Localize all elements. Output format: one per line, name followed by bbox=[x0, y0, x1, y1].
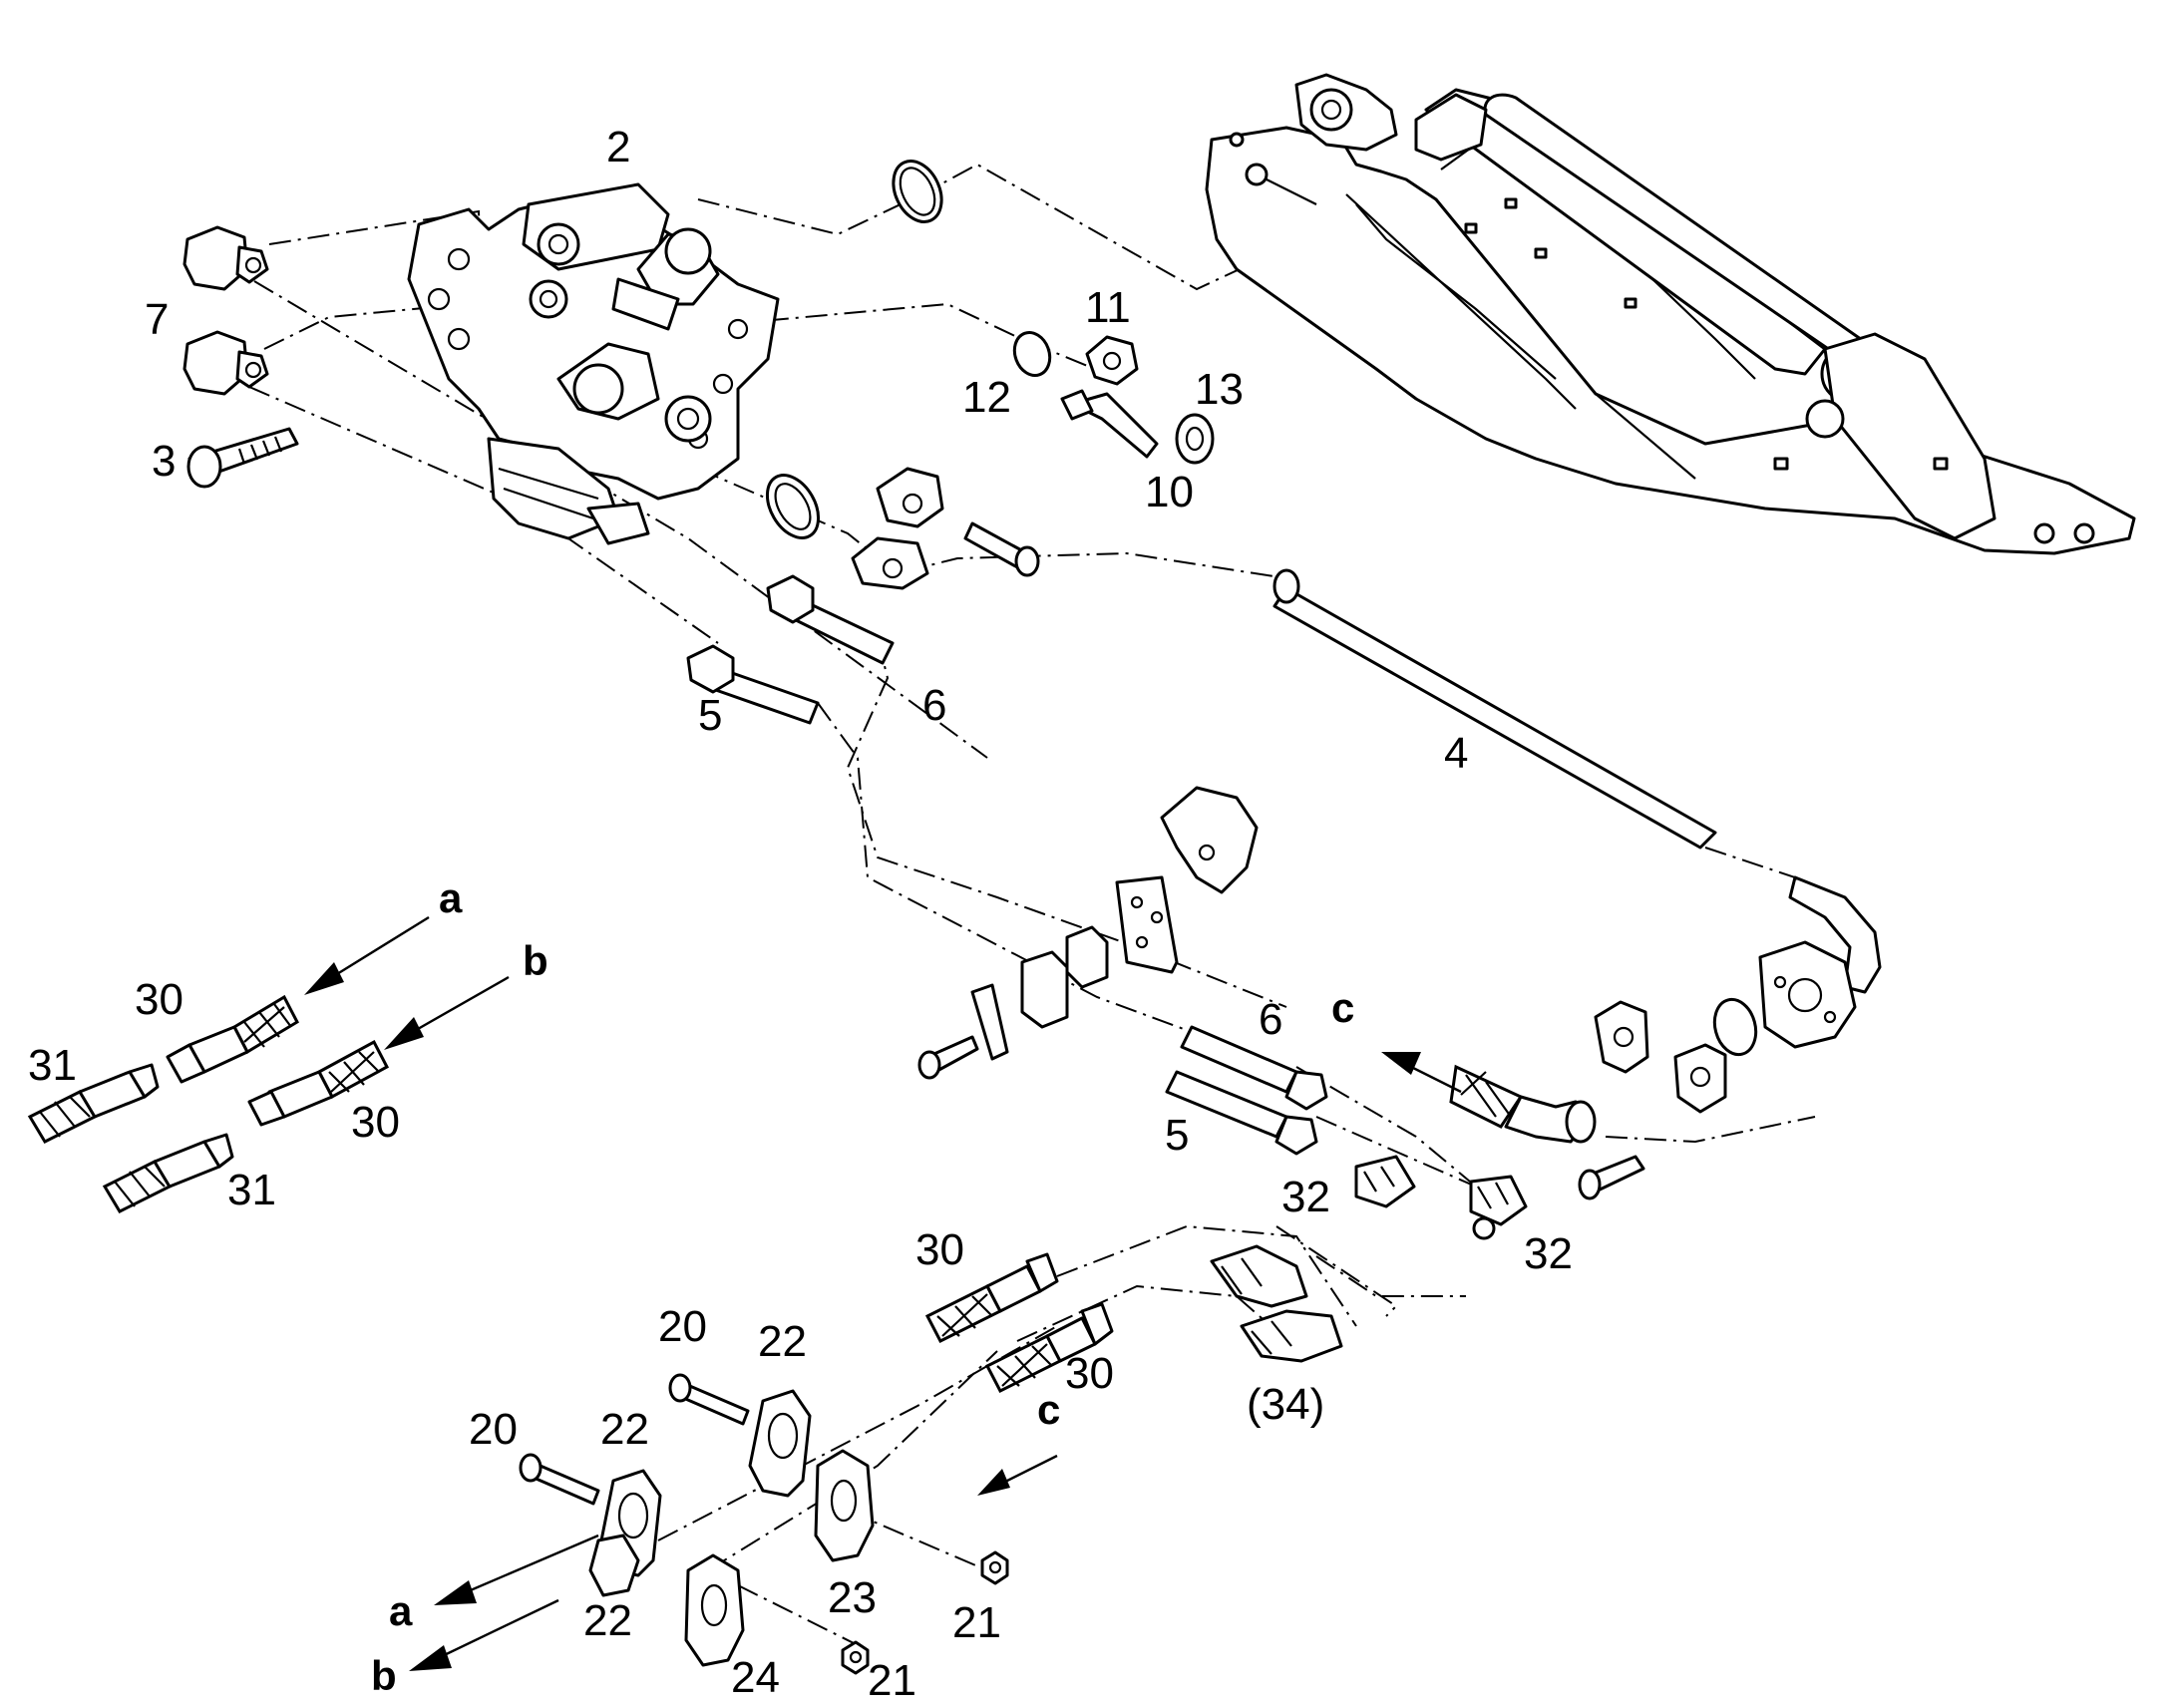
callout-labels: 2 7 3 11 12 13 10 5 6 4 a b 30 31 30 31 … bbox=[28, 123, 1573, 1705]
bracket-bolt bbox=[917, 1035, 979, 1080]
label-6-lower: 6 bbox=[1259, 995, 1282, 1044]
washer-13 bbox=[1175, 413, 1215, 465]
label-23: 23 bbox=[828, 1573, 877, 1622]
arrow-b-upper bbox=[384, 975, 510, 1050]
bolt-20-lower bbox=[519, 1453, 600, 1506]
control-valve-block bbox=[407, 182, 780, 545]
label-30-middle-upper: 30 bbox=[915, 1225, 964, 1274]
label-30-middle-lower: 30 bbox=[1065, 1349, 1114, 1398]
arrow-c-right bbox=[1381, 1052, 1462, 1094]
label-13: 13 bbox=[1195, 365, 1244, 414]
flange-screw-right bbox=[1578, 1155, 1645, 1200]
hose-elbow-c bbox=[1449, 1064, 1597, 1144]
clamp-half-11 bbox=[1085, 335, 1139, 386]
flange-screw bbox=[963, 521, 1040, 577]
boom-arm bbox=[1205, 73, 2136, 555]
pipe-5-upper bbox=[686, 644, 820, 725]
label-20-upper: 20 bbox=[658, 1302, 707, 1351]
o-ring-middle bbox=[765, 474, 821, 539]
label-c-right: c bbox=[1331, 984, 1354, 1031]
arrow-c-lower bbox=[977, 1454, 1058, 1496]
label-b-lower: b bbox=[371, 1652, 397, 1699]
flange-clamp-right-lower bbox=[1673, 1043, 1727, 1114]
elbow-fitting-32-right bbox=[1469, 1175, 1528, 1240]
bolt-20-upper bbox=[668, 1373, 750, 1426]
arrow-a-upper bbox=[304, 915, 430, 995]
label-31-lower-left: 31 bbox=[227, 1166, 276, 1214]
label-10: 10 bbox=[1145, 468, 1194, 516]
flange-clamp-right-upper bbox=[1594, 1000, 1649, 1074]
label-5-upper: 5 bbox=[698, 691, 722, 740]
bracket-small-plate bbox=[970, 983, 1009, 1061]
label-2: 2 bbox=[606, 123, 630, 171]
label-3: 3 bbox=[152, 437, 176, 486]
label-b-upper: b bbox=[523, 937, 548, 984]
bracket-plate bbox=[1115, 875, 1179, 974]
label-c-lower: c bbox=[1037, 1386, 1060, 1433]
hose-30-lower-left bbox=[247, 1039, 390, 1127]
split-flange-clamp-lower bbox=[851, 536, 929, 590]
label-22-lower: 22 bbox=[583, 1596, 632, 1645]
elbow-fitting-34-lower bbox=[1240, 1309, 1343, 1363]
elbow-fitting bbox=[1758, 875, 1882, 1049]
arrow-b-lower bbox=[409, 1598, 559, 1671]
nut-21-upper bbox=[980, 1550, 1009, 1585]
arrow-a-lower bbox=[434, 1534, 599, 1605]
label-22-middle: 22 bbox=[600, 1405, 649, 1454]
hose-31-lower-left bbox=[102, 1133, 234, 1213]
label-30-lower-left: 30 bbox=[351, 1098, 400, 1147]
label-31-upper-left: 31 bbox=[28, 1041, 77, 1090]
o-ring-flange bbox=[1712, 997, 1758, 1057]
clamp-block-lower bbox=[1020, 950, 1069, 1029]
elbow-fitting-34-upper bbox=[1210, 1244, 1308, 1308]
hose-31-upper-left bbox=[27, 1063, 160, 1144]
clamp-22-upper bbox=[748, 1389, 812, 1498]
label-6-upper: 6 bbox=[922, 681, 946, 730]
label-5-lower: 5 bbox=[1165, 1111, 1189, 1160]
label-24: 24 bbox=[731, 1653, 780, 1702]
label-32-left: 32 bbox=[1281, 1173, 1330, 1221]
o-ring-upper bbox=[892, 160, 943, 223]
label-21-upper: 21 bbox=[952, 1598, 1001, 1647]
clamp-23 bbox=[814, 1449, 875, 1562]
split-flange-clamp-upper bbox=[876, 467, 944, 528]
hose-30-lower-middle-lower bbox=[984, 1302, 1114, 1394]
pipe-6-upper bbox=[766, 574, 895, 665]
label-7: 7 bbox=[145, 295, 169, 344]
label-a-upper: a bbox=[439, 874, 463, 921]
label-32-right: 32 bbox=[1524, 1229, 1573, 1278]
label-21-lower: 21 bbox=[868, 1656, 916, 1705]
long-pipe-4 bbox=[1272, 568, 1717, 850]
label-34: (34) bbox=[1247, 1380, 1324, 1429]
clamp-block-upper bbox=[1065, 925, 1109, 989]
label-a-lower: a bbox=[389, 1587, 413, 1634]
hose-30-lower-middle-upper bbox=[924, 1252, 1059, 1344]
clamp-24 bbox=[684, 1553, 745, 1667]
banjo-fitting-lower bbox=[182, 330, 269, 396]
nut-21-lower bbox=[841, 1640, 870, 1675]
label-4: 4 bbox=[1444, 729, 1468, 778]
banjo-fitting-upper bbox=[182, 225, 269, 291]
screw-10 bbox=[1060, 389, 1159, 459]
clamp-22-lower bbox=[588, 1534, 640, 1597]
elbow-fitting-32-left bbox=[1354, 1155, 1416, 1208]
o-ring-12 bbox=[1012, 331, 1052, 377]
label-12: 12 bbox=[962, 373, 1011, 422]
cap-screw-3 bbox=[186, 427, 299, 489]
label-22-upper: 22 bbox=[758, 1317, 807, 1366]
bracket-saddle bbox=[1160, 786, 1259, 894]
label-20-lower: 20 bbox=[469, 1405, 518, 1454]
pipe-5-lower bbox=[1165, 1070, 1318, 1156]
label-30-upper-left: 30 bbox=[135, 975, 183, 1024]
hose-30-upper-left bbox=[166, 994, 299, 1084]
pipe-6-lower bbox=[1180, 1025, 1328, 1111]
label-11: 11 bbox=[1085, 283, 1131, 332]
